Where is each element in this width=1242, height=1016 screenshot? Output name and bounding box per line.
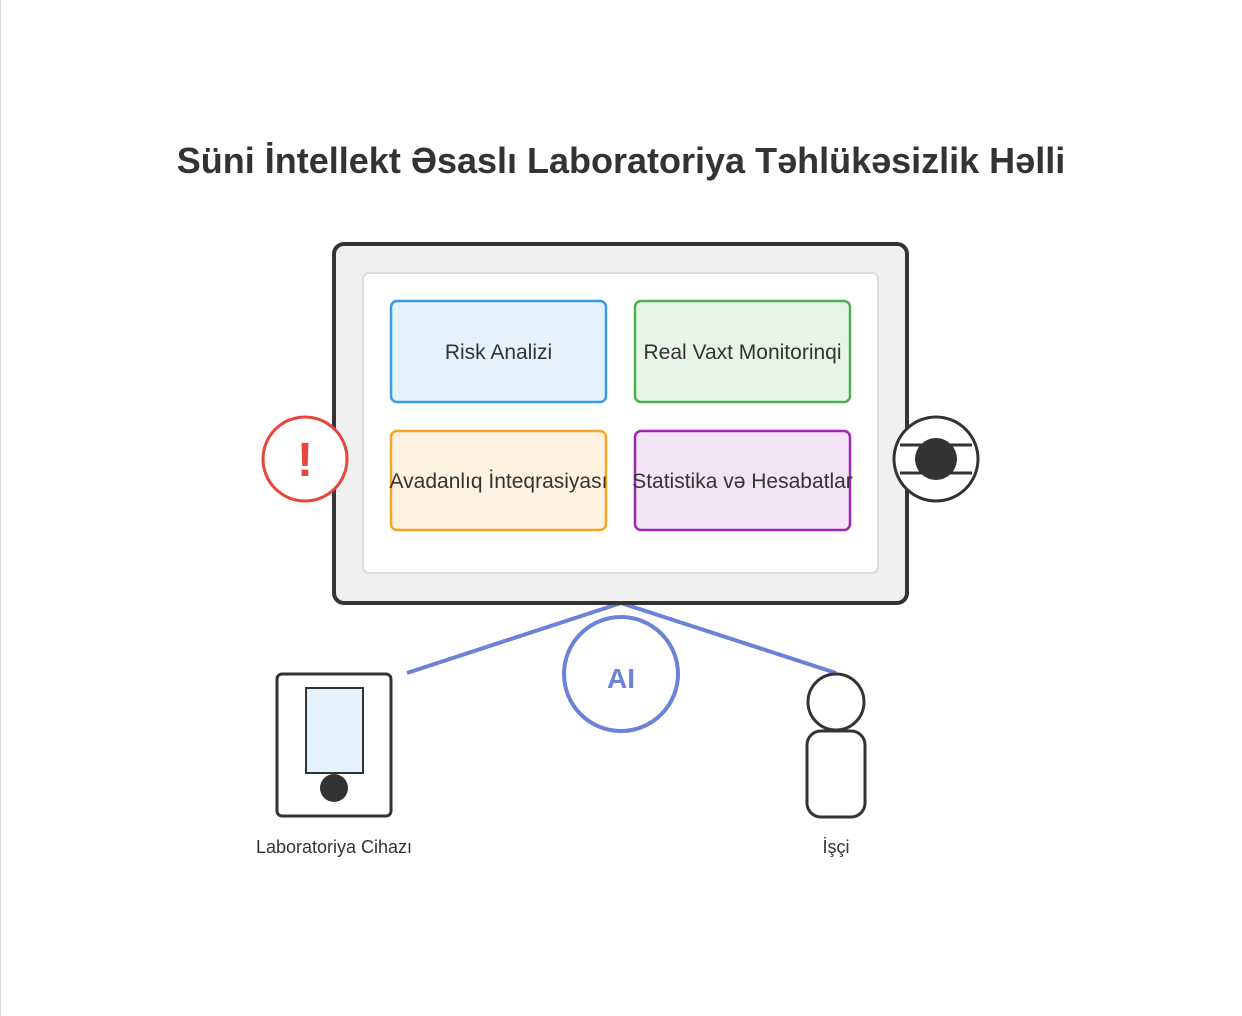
camera-icon-lens: [915, 438, 957, 480]
lab-device-icon: [275, 672, 393, 818]
ai-badge-label: AI: [607, 663, 635, 694]
card-real-time-monitoring[interactable]: Real Vaxt Monitorinqi: [633, 299, 852, 404]
card-equipment-integration-label: Avadanlıq İnteqrasiyası: [390, 470, 608, 493]
worker-body: [805, 729, 867, 819]
card-statistics-reports-box: [633, 429, 852, 532]
card-equipment-integration[interactable]: Avadanlıq İnteqrasiyası: [389, 429, 608, 532]
lab-device-screen: [305, 687, 364, 774]
connector-line-device: [406, 601, 622, 675]
card-statistics-reports-label: Statistika və Hesabatlar: [632, 470, 853, 493]
worker-head: [806, 672, 866, 732]
alert-icon-circle: [261, 415, 349, 503]
connector-line-worker: [620, 601, 837, 675]
worker-icon: [805, 672, 867, 819]
card-risk-analysis-box: [389, 299, 608, 404]
alert-icon-symbol: !: [297, 434, 313, 487]
ai-badge: AI: [562, 615, 680, 733]
camera-icon: [892, 415, 980, 503]
connector-lines: [406, 601, 837, 675]
page-title: Süni İntellekt Əsaslı Laboratoriya Təhlü…: [177, 140, 1065, 181]
dashboard-monitor: Risk Analizi Real Vaxt Monitorinqi Avada…: [332, 242, 909, 605]
card-real-time-monitoring-label: Real Vaxt Monitorinqi: [643, 341, 841, 364]
ai-badge-circle: [562, 615, 680, 733]
lab-device-caption: Laboratoriya Cihazı: [256, 837, 412, 857]
card-statistics-reports[interactable]: Statistika və Hesabatlar: [632, 429, 853, 532]
card-risk-analysis-label: Risk Analizi: [445, 341, 552, 364]
card-equipment-integration-box: [389, 429, 608, 532]
card-real-time-monitoring-box: [633, 299, 852, 404]
worker-caption: İşçi: [823, 837, 850, 857]
alert-icon: !: [261, 415, 349, 503]
lab-device-knob: [320, 774, 348, 802]
left-border-line: [0, 0, 1, 1016]
card-risk-analysis[interactable]: Risk Analizi: [389, 299, 608, 404]
